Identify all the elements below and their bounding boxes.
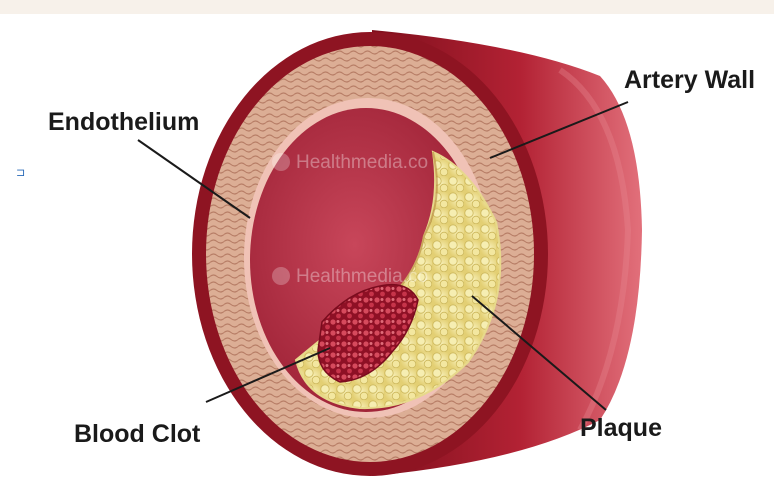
label-artery-wall: Artery Wall [624,66,755,94]
watermark-text-lower: Healthmedia.co [296,266,428,287]
watermark-logo-icon [272,153,290,171]
watermark-text-upper: Healthmedia.co [296,152,428,173]
label-blood-clot: Blood Clot [74,420,201,448]
label-endothelium: Endothelium [48,108,199,136]
watermark-logo-icon-lower [272,267,290,285]
label-plaque: Plaque [580,414,662,442]
